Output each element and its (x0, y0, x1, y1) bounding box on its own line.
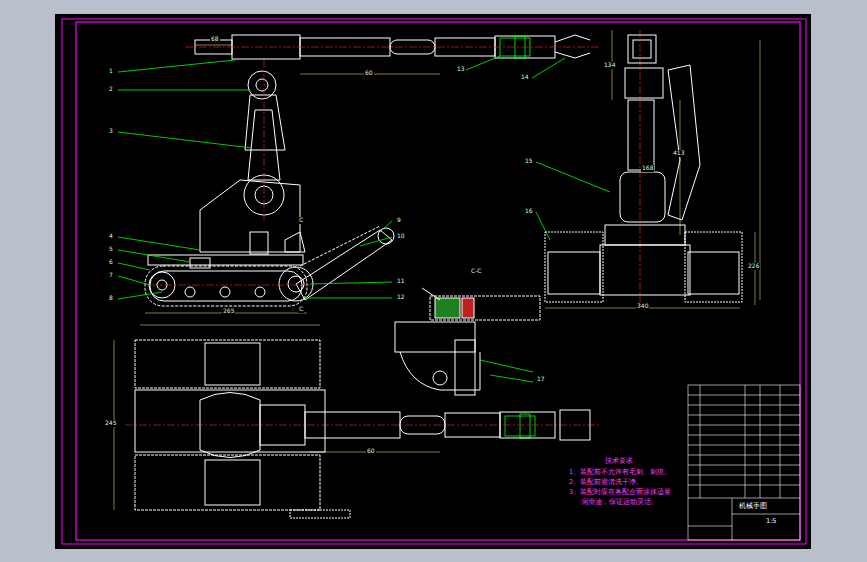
plan-view (135, 340, 590, 518)
section-mark: C (298, 306, 304, 313)
inner-frame (76, 22, 800, 540)
callout-number: 4 (108, 233, 114, 240)
outer-frame (62, 19, 806, 544)
side-view (145, 35, 590, 306)
dimension: 413 (672, 150, 685, 157)
callout-number: 11 (396, 278, 406, 285)
title-block-cell: 1:5 (765, 518, 777, 525)
callout-number: 14 (520, 74, 530, 81)
technical-note: 2、装配前需清洗干净。 (568, 479, 644, 486)
callout-number: 3 (108, 128, 114, 135)
callout-number: 10 (396, 233, 406, 240)
dimension: 68 (210, 36, 220, 43)
dimension: 134 (603, 62, 616, 69)
green-parts (118, 36, 610, 438)
technical-note: 润滑油，保证运动灵活。 (580, 499, 659, 506)
sheet (55, 14, 811, 549)
dimension: 340 (636, 303, 649, 310)
dimension: 265 (222, 308, 235, 315)
callout-number: 12 (396, 294, 406, 301)
dimension: 168 (641, 165, 654, 172)
callout-number: 1 (108, 68, 114, 75)
callout-number: 7 (108, 272, 114, 279)
dimension-lines (114, 30, 760, 510)
callout-number: 15 (524, 158, 534, 165)
technical-note: 3、装配时应在各配合面涂抹适量 (568, 489, 672, 496)
callout-number: 13 (456, 66, 466, 73)
callout-number: 16 (524, 208, 534, 215)
dimension: 60 (366, 448, 376, 455)
section-view (395, 288, 540, 395)
callout-number: 5 (108, 246, 114, 253)
callout-number: 9 (396, 217, 402, 224)
centerlines (125, 30, 640, 425)
technical-note: 1、装配前不允许有毛刺、刺痕。 (568, 469, 672, 476)
callout-number: 2 (108, 86, 114, 93)
technical-note: 技术要求 (604, 458, 634, 465)
section-mark: C-C (470, 268, 483, 275)
callout-number: 17 (536, 376, 546, 383)
title-block (688, 385, 800, 540)
dimension: 60 (364, 70, 374, 77)
end-view (545, 35, 742, 302)
dimension: 245 (104, 420, 117, 427)
section-mark: C (298, 217, 304, 224)
callout-number: 8 (108, 295, 114, 302)
callout-number: 6 (108, 259, 114, 266)
dimension: 226 (747, 263, 760, 270)
title-block-cell: 机械手图 (738, 503, 768, 510)
